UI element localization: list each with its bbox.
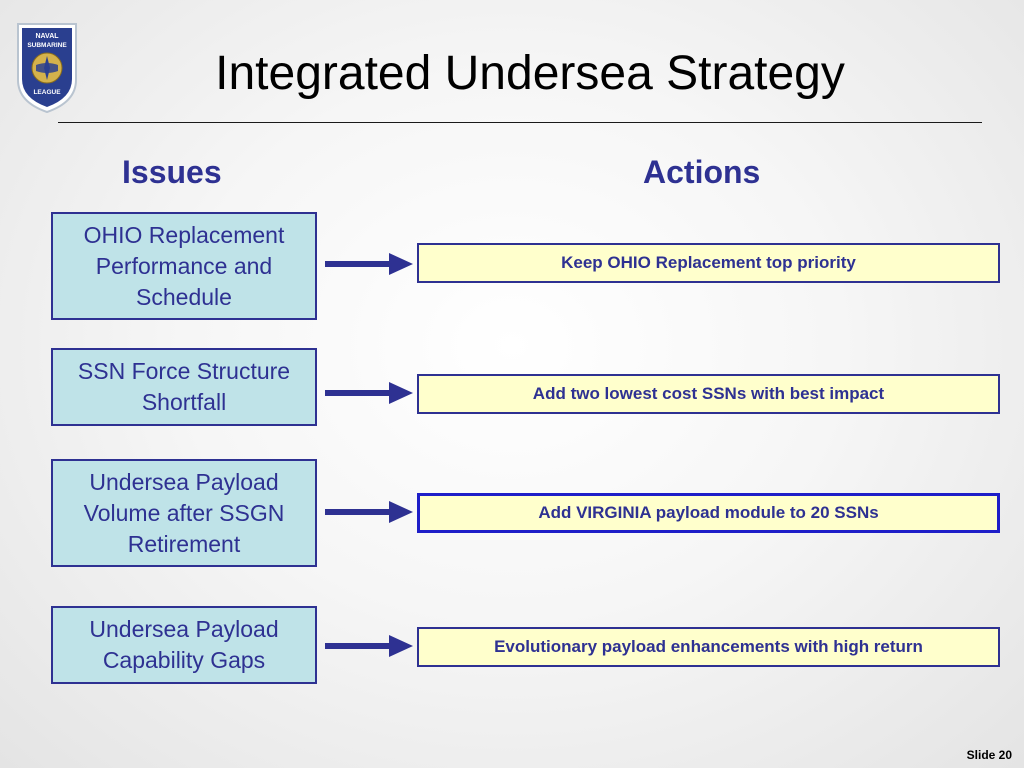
action-box-virginia-payload-module: Add VIRGINIA payload module to 20 SSNs xyxy=(417,493,1000,533)
slide-title: Integrated Undersea Strategy xyxy=(215,47,845,100)
arrow-right-icon xyxy=(325,251,413,277)
arrow-right-icon xyxy=(325,380,413,406)
logo-top-text: NAVAL xyxy=(35,33,59,40)
arrow-right-icon xyxy=(325,499,413,525)
arrow-right-icon xyxy=(325,633,413,659)
issue-box-payload-capability-gaps: Undersea Payload Capability Gaps xyxy=(51,606,317,684)
issues-heading: Issues xyxy=(122,154,222,190)
issue-box-ssn-force-structure: SSN Force Structure Shortfall xyxy=(51,348,317,426)
action-box-keep-ohio: Keep OHIO Replacement top priority xyxy=(417,243,1000,283)
logo-mid-text: SUBMARINE xyxy=(27,42,67,49)
logo-bottom-text: LEAGUE xyxy=(33,89,61,96)
naval-submarine-league-logo: NAVAL SUBMARINE LEAGUE xyxy=(12,18,82,114)
action-box-evolutionary-payload: Evolutionary payload enhancements with h… xyxy=(417,627,1000,667)
slide-number: Slide 20 xyxy=(966,748,1012,762)
action-box-add-ssns: Add two lowest cost SSNs with best impac… xyxy=(417,374,1000,414)
issue-box-ohio-replacement: OHIO Replacement Performance and Schedul… xyxy=(51,212,317,320)
title-divider xyxy=(58,122,982,123)
issue-box-payload-volume: Undersea Payload Volume after SSGN Retir… xyxy=(51,459,317,567)
actions-heading: Actions xyxy=(643,154,761,190)
